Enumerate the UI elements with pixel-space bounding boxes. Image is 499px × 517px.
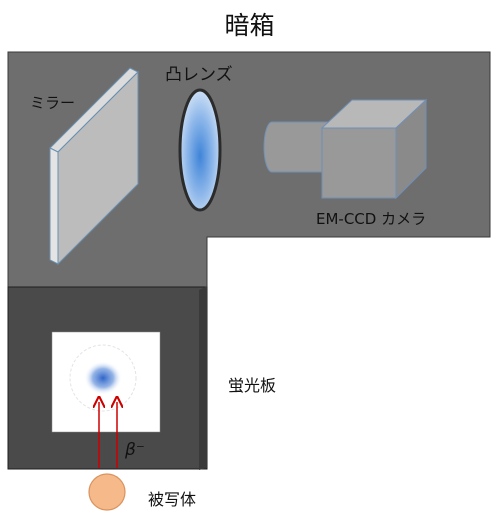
glow-ring xyxy=(69,344,137,412)
mirror-label: ミラー xyxy=(30,94,76,112)
camera-body xyxy=(321,127,397,199)
mirror-face xyxy=(57,70,139,266)
glow-spot xyxy=(84,361,122,395)
title-label: 暗箱 xyxy=(224,11,275,40)
lens-label: 凸レンズ xyxy=(165,65,233,85)
mirror xyxy=(49,147,59,265)
screen-housing-side xyxy=(199,286,207,470)
convex-lens xyxy=(178,88,222,212)
subject xyxy=(88,473,126,511)
camera-lens-barrel xyxy=(263,121,331,173)
beta-label: β⁻ xyxy=(125,440,145,460)
screen-label: 蛍光板 xyxy=(228,376,277,395)
subject-label: 被写体 xyxy=(148,490,197,509)
camera-label: EM-CCD カメラ xyxy=(316,210,427,228)
